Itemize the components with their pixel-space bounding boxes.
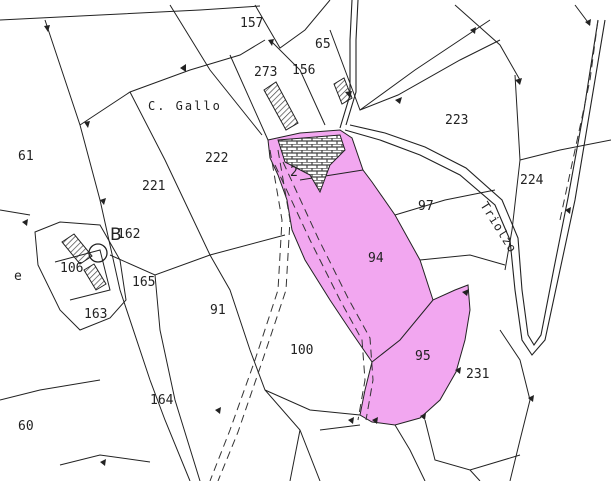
point-marker-circle bbox=[88, 243, 108, 263]
parcel-label-162[interactable]: 162 bbox=[117, 227, 140, 242]
parcel-labels: 157 65 273 156 61 222 223 224 221 97 162… bbox=[14, 16, 544, 434]
farmstead-outline bbox=[34, 221, 127, 331]
parcel-label-163[interactable]: 163 bbox=[84, 307, 107, 322]
pink-divider-line bbox=[371, 299, 434, 363]
parcel-label-100[interactable]: 100 bbox=[290, 343, 313, 358]
parcel-label-2[interactable]: 2 bbox=[290, 165, 298, 180]
parcel-label-164[interactable]: 164 bbox=[150, 393, 174, 408]
parcel-label-65[interactable]: 65 bbox=[315, 37, 331, 52]
parcel-label-91[interactable]: 91 bbox=[210, 303, 226, 318]
building-hatched bbox=[61, 233, 93, 265]
highlighted-parcel-94-95[interactable] bbox=[267, 129, 471, 426]
farmstead-inner bbox=[54, 249, 111, 301]
boundary-ticks bbox=[22, 19, 591, 466]
parcel-label-94[interactable]: 94 bbox=[368, 251, 384, 266]
parcel-label-156[interactable]: 156 bbox=[292, 63, 315, 78]
building-hatched bbox=[333, 77, 353, 105]
parcel-label-61[interactable]: 61 bbox=[18, 149, 34, 164]
parcel-label-e[interactable]: e bbox=[14, 269, 22, 284]
locality-label: C. Gallo bbox=[148, 99, 222, 113]
building-brick bbox=[277, 134, 346, 194]
parcel-label-60[interactable]: 60 bbox=[18, 419, 34, 434]
parcel-label-273[interactable]: 273 bbox=[254, 65, 277, 80]
parcel-label-95[interactable]: 95 bbox=[415, 349, 431, 364]
sheet-marker-label: B bbox=[110, 225, 122, 245]
parcel-label-106[interactable]: 106 bbox=[60, 261, 83, 276]
parcel-label-222[interactable]: 222 bbox=[205, 151, 228, 166]
pink-divider-line bbox=[299, 169, 364, 181]
parcel-label-97[interactable]: 97 bbox=[418, 199, 434, 214]
parcel-label-231[interactable]: 231 bbox=[466, 367, 489, 382]
parcel-label-165[interactable]: 165 bbox=[132, 275, 155, 290]
parcel-label-223[interactable]: 223 bbox=[445, 113, 468, 128]
parcel-label-157[interactable]: 157 bbox=[240, 16, 263, 31]
building-hatched bbox=[263, 81, 299, 131]
parcel-label-221[interactable]: 221 bbox=[142, 179, 165, 194]
parcel-label-224[interactable]: 224 bbox=[520, 173, 544, 188]
building-hatched bbox=[83, 263, 107, 291]
